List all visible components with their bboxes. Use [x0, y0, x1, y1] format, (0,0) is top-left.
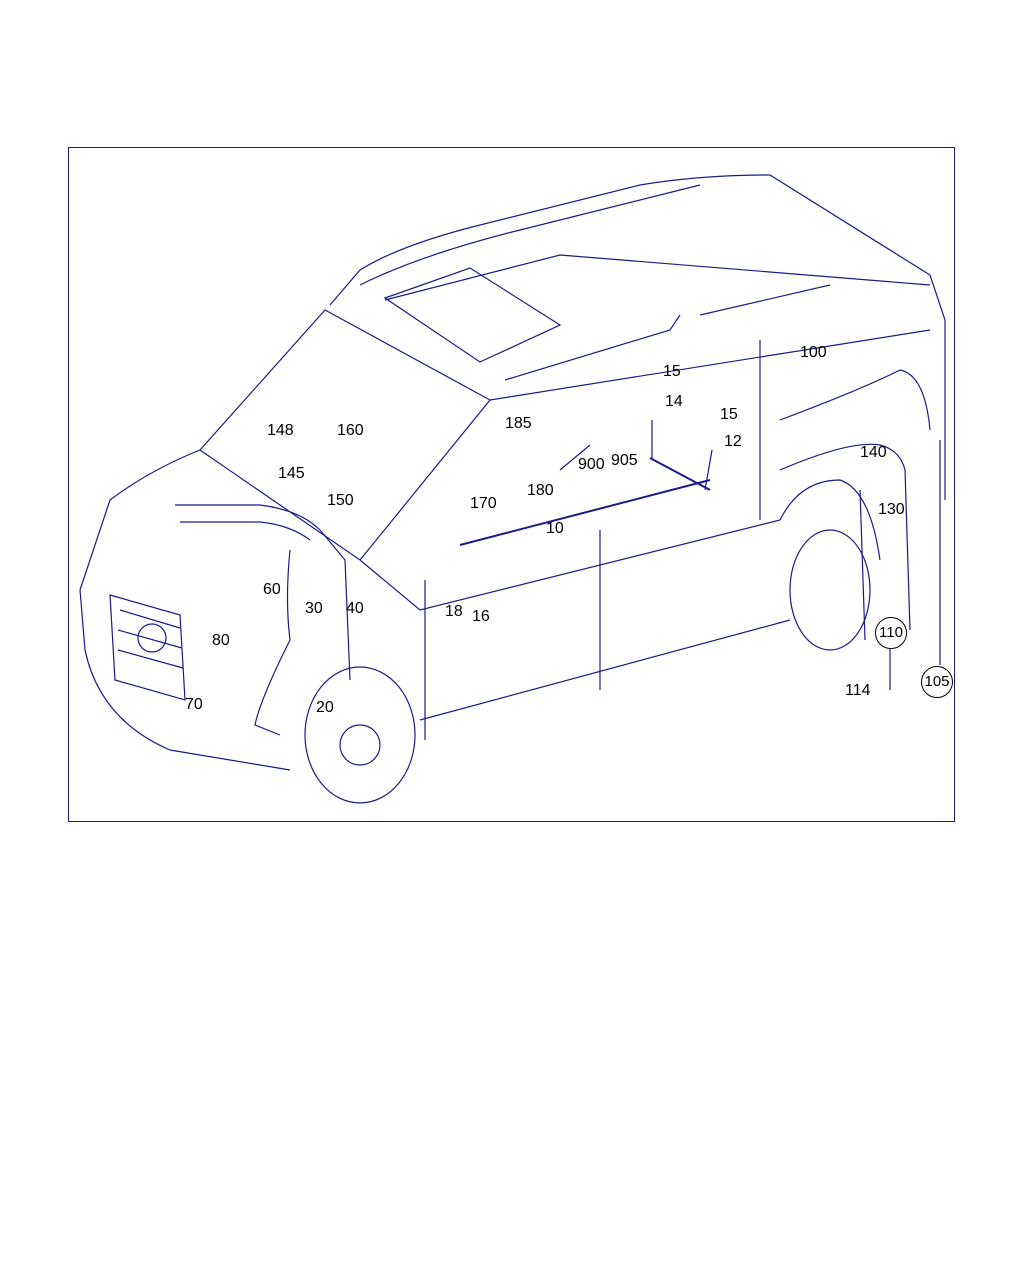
part-label-185: 185 — [505, 415, 532, 432]
part-label-14: 14 — [665, 393, 683, 410]
part-label-180: 180 — [527, 482, 554, 499]
part-label-170: 170 — [470, 495, 497, 512]
diagram-frame — [68, 147, 955, 822]
part-label-10: 10 — [546, 520, 564, 537]
part-label-60: 60 — [263, 581, 281, 598]
part-label-30: 30 — [305, 600, 323, 617]
part-label-105: 105 — [921, 666, 953, 698]
van-roof — [329, 174, 946, 500]
part-label-110: 110 — [875, 617, 907, 649]
part-label-100: 100 — [800, 344, 827, 361]
part-label-70: 70 — [185, 696, 203, 713]
side-body — [359, 329, 931, 721]
part-label-114: 114 — [845, 682, 871, 699]
part-label-16: 16 — [472, 608, 490, 625]
van-roof-rail — [359, 184, 931, 301]
front-hub — [339, 724, 381, 766]
harness-10 — [459, 457, 711, 546]
doors — [424, 530, 601, 740]
part-label-130: 130 — [878, 501, 905, 518]
part-label-20: 20 — [316, 699, 334, 716]
side-windows — [504, 284, 831, 520]
part-label-15: 15 — [720, 406, 738, 423]
part-label-40: 40 — [346, 600, 364, 617]
part-label-160: 160 — [337, 422, 364, 439]
mercedes-star-logo — [137, 623, 167, 653]
part-label-900: 900 — [578, 456, 605, 473]
hood — [79, 449, 291, 771]
part-label-12: 12 — [724, 433, 742, 450]
part-label-140: 140 — [860, 444, 887, 461]
grille — [109, 594, 186, 701]
front-sensor-cables — [175, 504, 351, 736]
sunroof — [383, 267, 562, 363]
part-label-148: 148 — [267, 422, 294, 439]
rear-wheel — [789, 529, 871, 651]
part-label-80: 80 — [212, 632, 230, 649]
part-label-905: 905 — [611, 452, 638, 469]
part-label-150: 150 — [327, 492, 354, 509]
connector-lines — [559, 420, 713, 491]
front-wheel — [304, 666, 416, 804]
rear-sensor-cables — [779, 369, 941, 665]
part-label-145: 145 — [278, 465, 305, 482]
part-label-15: 15 — [663, 363, 681, 380]
part-label-18: 18 — [445, 603, 463, 620]
